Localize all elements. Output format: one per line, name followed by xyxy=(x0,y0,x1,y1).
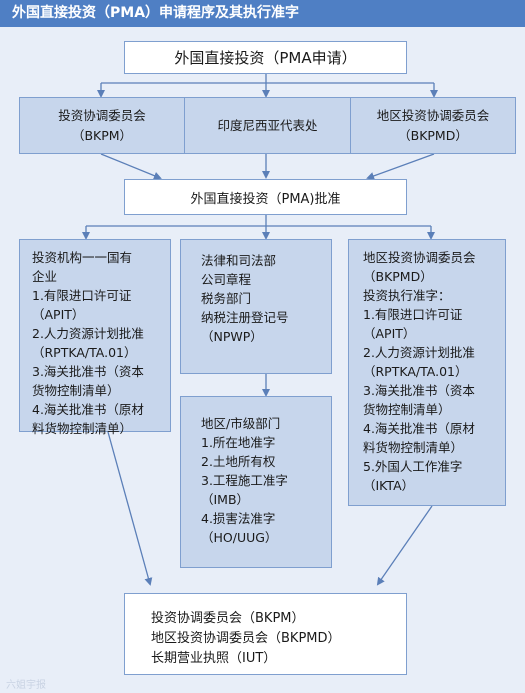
regional-department-box: 地区/市级部门 1.所在地准字 2.土地所有权 3.工程施工准字 （IMB） 4… xyxy=(180,396,332,568)
list-item: （APIT） xyxy=(363,326,416,341)
list-item: （RPTKA/TA.01） xyxy=(32,345,137,360)
list-item: 1.有限进口许可证 xyxy=(32,288,132,303)
list-item: 3.工程施工准字 xyxy=(201,473,288,488)
list-item: 2.人力资源计划批准 xyxy=(32,326,144,341)
list-item: 投资执行准字： xyxy=(363,288,451,303)
ministry-of-law-box: 法律和司法部 公司章程 税务部门 纳税注册登记号 （NPWP） xyxy=(180,239,332,374)
embassy-label: 印度尼西亚代表处 xyxy=(217,117,318,133)
list-item: （IMB） xyxy=(201,492,250,507)
list-item: 法律和司法部 xyxy=(201,253,277,268)
list-item: 货物控制清单） xyxy=(363,402,451,417)
watermark: 六姐宇报 xyxy=(6,680,46,691)
bkpmd-permits-box: 地区投资协调委员会 （BKPMD） 投资执行准字： 1.有限进口许可证 （API… xyxy=(348,239,506,506)
list-item: 4.损害法准字 xyxy=(201,511,276,526)
page-title: 外国直接投资（PMA）申请程序及其执行准字 xyxy=(0,0,525,27)
list-item: 料货物控制清单） xyxy=(32,421,133,436)
list-item: 3.海关批准书（资本 xyxy=(363,383,475,398)
list-item: 料货物控制清单） xyxy=(363,440,464,455)
list-item: 投资协调委员会（BKPM） xyxy=(151,611,305,626)
bkpmd-box: 地区投资协调委员会 （BKPMD） xyxy=(350,97,516,154)
bkpm-abbr: （BKPM） xyxy=(71,127,133,143)
list-item: 地区投资协调委员会 xyxy=(363,250,476,265)
bkpm-box: 投资协调委员会 （BKPM） xyxy=(19,97,185,154)
state-enterprise-box: 投资机构一一国有 企业 1.有限进口许可证 （APIT） 2.人力资源计划批准 … xyxy=(19,239,171,436)
list-item: 1.所在地准字 xyxy=(201,435,276,450)
list-item: 货物控制清单） xyxy=(32,383,120,398)
bkpmd-name: 地区投资协调委员会 xyxy=(376,107,490,123)
list-item: （NPWP） xyxy=(201,329,263,344)
final-license-box: 投资协调委员会（BKPM） 地区投资协调委员会（BKPMD） 长期营业执照（IU… xyxy=(124,593,407,675)
list-item: 地区/市级部门 xyxy=(201,416,281,431)
pma-application-box: 外国直接投资（PMA申请） xyxy=(124,41,407,74)
list-item: 5.外国人工作准字 xyxy=(363,459,463,474)
list-item: 4.海关批准书（原材 xyxy=(32,402,144,417)
list-item: （IKTA） xyxy=(363,478,415,493)
list-item: 纳税注册登记号 xyxy=(201,310,289,325)
list-item: （APIT） xyxy=(32,307,85,322)
pma-approval-box: 外国直接投资（PMA)批准 xyxy=(124,179,407,215)
pma-approval-label: 外国直接投资（PMA)批准 xyxy=(190,191,341,207)
list-item: 3.海关批准书（资本 xyxy=(32,364,144,379)
list-item: （BKPMD） xyxy=(363,269,433,284)
list-item: 企业 xyxy=(32,269,58,284)
embassy-box: 印度尼西亚代表处 xyxy=(184,97,351,154)
pma-application-label: 外国直接投资（PMA申请） xyxy=(174,49,357,67)
bkpm-name: 投资协调委员会 xyxy=(58,107,146,123)
bkpmd-abbr: （BKPMD） xyxy=(398,127,468,143)
list-item: 2.人力资源计划批准 xyxy=(363,345,475,360)
list-item: 税务部门 xyxy=(201,291,252,306)
list-item: 公司章程 xyxy=(201,272,252,287)
list-item: （HO/UUG） xyxy=(201,530,278,545)
list-item: （RPTKA/TA.01） xyxy=(363,364,468,379)
list-item: 1.有限进口许可证 xyxy=(363,307,463,322)
list-item: 2.土地所有权 xyxy=(201,454,276,469)
list-item: 投资机构一一国有 xyxy=(32,250,133,265)
list-item: 4.海关批准书（原材 xyxy=(363,421,475,436)
list-item: 长期营业执照（IUT） xyxy=(151,651,277,666)
list-item: 地区投资协调委员会（BKPMD） xyxy=(151,631,341,646)
